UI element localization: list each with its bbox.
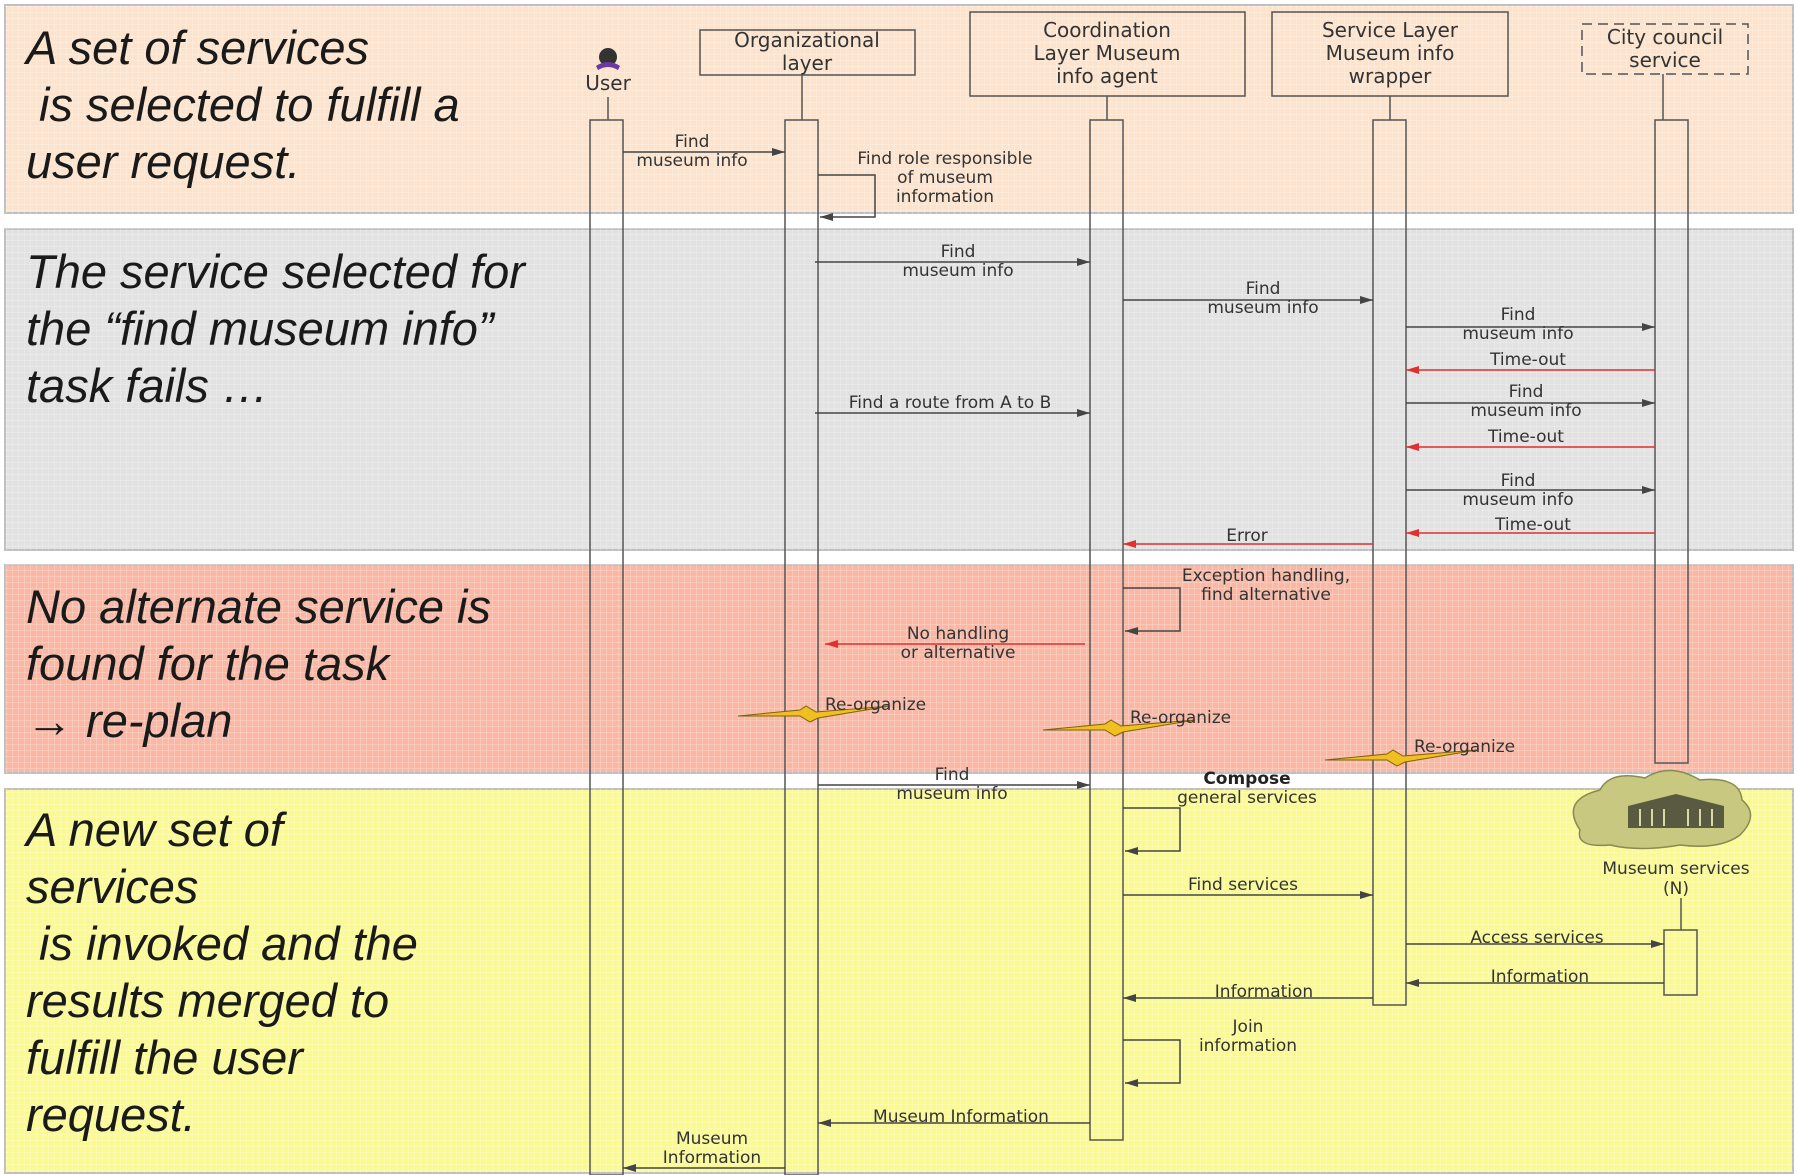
msg-find-role-self	[818, 174, 876, 221]
msg-16-label-1: Compose	[1203, 769, 1290, 789]
band-2-line-1: The service selected for	[26, 245, 527, 298]
msg-3-label-2: museum info	[902, 261, 1013, 281]
band-4-line-3: is invoked and the	[26, 917, 418, 970]
band-3-line-1: No alternate service is	[26, 580, 491, 633]
msg-14-label-1: No handling	[907, 624, 1009, 644]
msg-15-label-1: Find	[935, 765, 970, 785]
band-4-messages: Find museum info Compose general service…	[623, 765, 1664, 1172]
building-icon	[1628, 794, 1724, 828]
coord-lifeline	[1089, 119, 1124, 1141]
background-bands	[4, 4, 1794, 1174]
reorganize-coord: Re-organize	[1042, 708, 1231, 737]
msg-5-label-1: Find	[1501, 305, 1536, 325]
msg-19-label: Information	[1491, 967, 1589, 987]
msg-23-label-2: Information	[663, 1148, 761, 1168]
band-4-line-5: fulfill the user	[26, 1031, 305, 1084]
participant-museum-label-1: Museum services	[1602, 859, 1749, 879]
band-3-line-3: → re-plan	[26, 694, 232, 747]
participant-museum-services: Museum services (N)	[1572, 769, 1752, 996]
participant-museum-label-2: (N)	[1663, 879, 1689, 899]
lightning-bolt-icon	[1324, 749, 1478, 767]
band-captions: A set of services is selected to fulfill…	[23, 21, 527, 1141]
band-1-line-1: A set of services	[23, 21, 369, 74]
band-4-line-2: services	[26, 860, 198, 913]
msg-6-label: Time-out	[1489, 350, 1566, 370]
msg-2-label-1: Find role responsible	[857, 149, 1032, 169]
band-3-line-2: found for the task	[26, 637, 392, 690]
msg-15-label-2: museum info	[896, 784, 1007, 804]
band-1-line-2: is selected to fulfill a	[26, 78, 460, 131]
reorganize-label-2: Re-organize	[1130, 708, 1231, 728]
msg-1-label-2: museum info	[636, 151, 747, 171]
band-1-messages: Find museum info Find role responsible o…	[623, 132, 1033, 221]
band-2-line-3: task fails …	[26, 359, 269, 412]
participant-user-label: User	[585, 71, 631, 95]
band-2-messages: Find museum info Find museum info Find m…	[815, 242, 1655, 548]
participant-city-council: City council service	[1581, 23, 1749, 764]
reorganize-service: Re-organize	[1324, 737, 1515, 767]
msg-21-label-2: information	[1199, 1036, 1297, 1056]
msg-8-label-2: museum info	[1470, 401, 1581, 421]
museum-lifeline	[1663, 929, 1698, 996]
participant-org-label-1: Organizational	[734, 28, 880, 52]
reorganize-label-1: Re-organize	[825, 695, 926, 715]
participant-coord-label-1: Coordination	[1043, 18, 1171, 42]
participant-coord-label-3: info agent	[1056, 64, 1158, 88]
participant-org-label-2: layer	[782, 51, 833, 75]
msg-20-label: Information	[1215, 982, 1313, 1002]
participant-city-label-2: service	[1629, 48, 1701, 72]
msg-16-label-2: general services	[1177, 788, 1317, 808]
msg-8-label-1: Find	[1509, 382, 1544, 402]
band-3-messages: Exception handling, find alternative No …	[737, 566, 1515, 767]
msg-12-label: Error	[1226, 526, 1267, 546]
band-1-line-3: user request.	[26, 135, 300, 188]
msg-2-label-3: information	[896, 187, 994, 207]
msg-join-self	[1123, 1039, 1181, 1087]
participant-service-label-3: wrapper	[1349, 64, 1433, 88]
band-4-line-1: A new set of	[23, 803, 288, 856]
msg-9-label: Time-out	[1487, 427, 1564, 447]
participant-user: User	[585, 48, 632, 1175]
participant-service-layer: Service Layer Museum info wrapper	[1271, 11, 1509, 1006]
participant-service-label-1: Service Layer	[1322, 18, 1459, 42]
lightning-bolt-icon	[737, 705, 891, 723]
participant-organizational-layer: Organizational layer	[699, 28, 916, 1175]
band-4-line-4: results merged to	[26, 974, 389, 1027]
msg-4-label-2: museum info	[1207, 298, 1318, 318]
msg-compose-self	[1123, 807, 1181, 855]
msg-22-label: Museum Information	[873, 1107, 1049, 1127]
service-lifeline	[1372, 119, 1407, 1006]
msg-10-label-2: museum info	[1462, 490, 1573, 510]
msg-7-label: Find a route from A to B	[849, 393, 1052, 413]
band-2-line-2: the “find museum info”	[26, 302, 496, 355]
msg-11-label: Time-out	[1494, 515, 1571, 535]
msg-4-label-1: Find	[1246, 279, 1281, 299]
msg-13-label-2: find alternative	[1201, 585, 1331, 605]
user-avatar-icon	[596, 48, 620, 70]
msg-18-label: Access services	[1470, 928, 1603, 948]
user-lifeline	[589, 119, 624, 1175]
participant-service-label-2: Museum info	[1326, 41, 1455, 65]
msg-2-label-2: of museum	[897, 168, 993, 188]
msg-13-label-1: Exception handling,	[1182, 566, 1350, 586]
reorganize-org: Re-organize	[737, 695, 926, 723]
band-4-line-6: request.	[26, 1088, 196, 1141]
msg-23-label-1: Museum	[676, 1129, 748, 1149]
msg-17-label: Find services	[1188, 875, 1298, 895]
city-lifeline	[1654, 119, 1689, 764]
lightning-bolt-icon	[1042, 719, 1196, 737]
participant-coordination-layer: Coordination Layer Museum info agent	[969, 11, 1246, 1141]
msg-1-label-1: Find	[675, 132, 710, 152]
org-lifeline	[784, 119, 819, 1175]
msg-5-label-2: museum info	[1462, 324, 1573, 344]
msg-exception-handling-self	[1123, 587, 1181, 635]
msg-10-label-1: Find	[1501, 471, 1536, 491]
msg-14-label-2: or alternative	[901, 643, 1016, 663]
participant-coord-label-2: Layer Museum	[1034, 41, 1181, 65]
participant-city-label-1: City council	[1607, 25, 1723, 49]
reorganize-label-3: Re-organize	[1414, 737, 1515, 757]
msg-21-label-1: Join	[1232, 1017, 1264, 1037]
msg-3-label-1: Find	[941, 242, 976, 262]
